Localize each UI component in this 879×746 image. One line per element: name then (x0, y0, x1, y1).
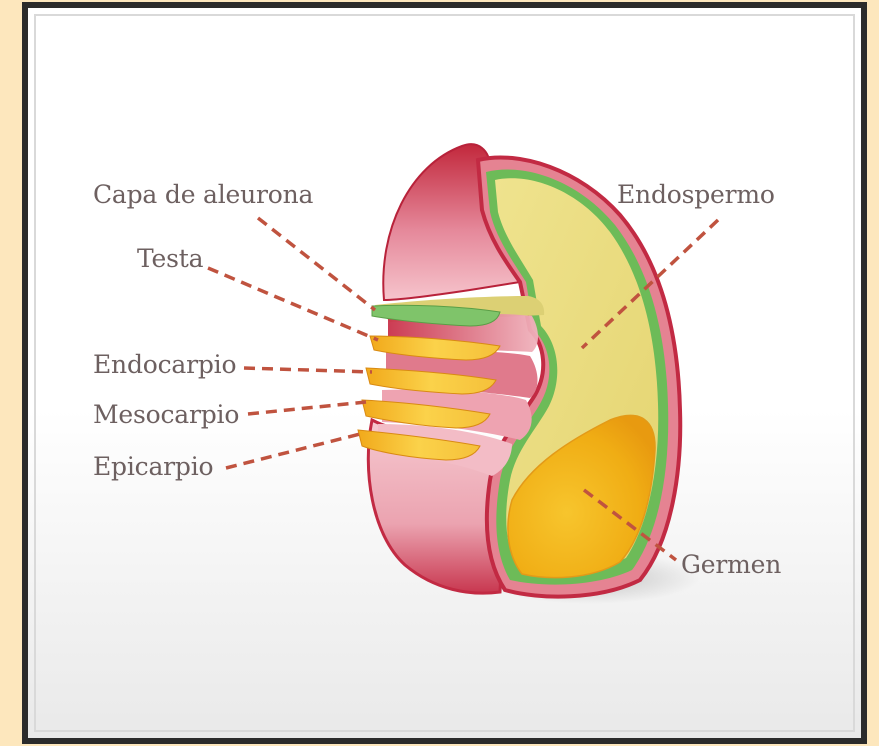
leader-epicarp (226, 434, 360, 468)
label-aleurone: Capa de aleurona (93, 180, 313, 209)
leader-mesocarp (248, 402, 366, 414)
leader-endocarp (244, 368, 372, 372)
label-testa: Testa (137, 244, 203, 273)
leader-testa (208, 268, 378, 340)
label-endocarp: Endocarpio (93, 350, 236, 379)
label-mesocarp: Mesocarpio (93, 400, 239, 429)
label-epicarp: Epicarpio (93, 452, 213, 481)
label-endosperm: Endospermo (617, 180, 775, 209)
label-germ: Germen (681, 550, 781, 579)
